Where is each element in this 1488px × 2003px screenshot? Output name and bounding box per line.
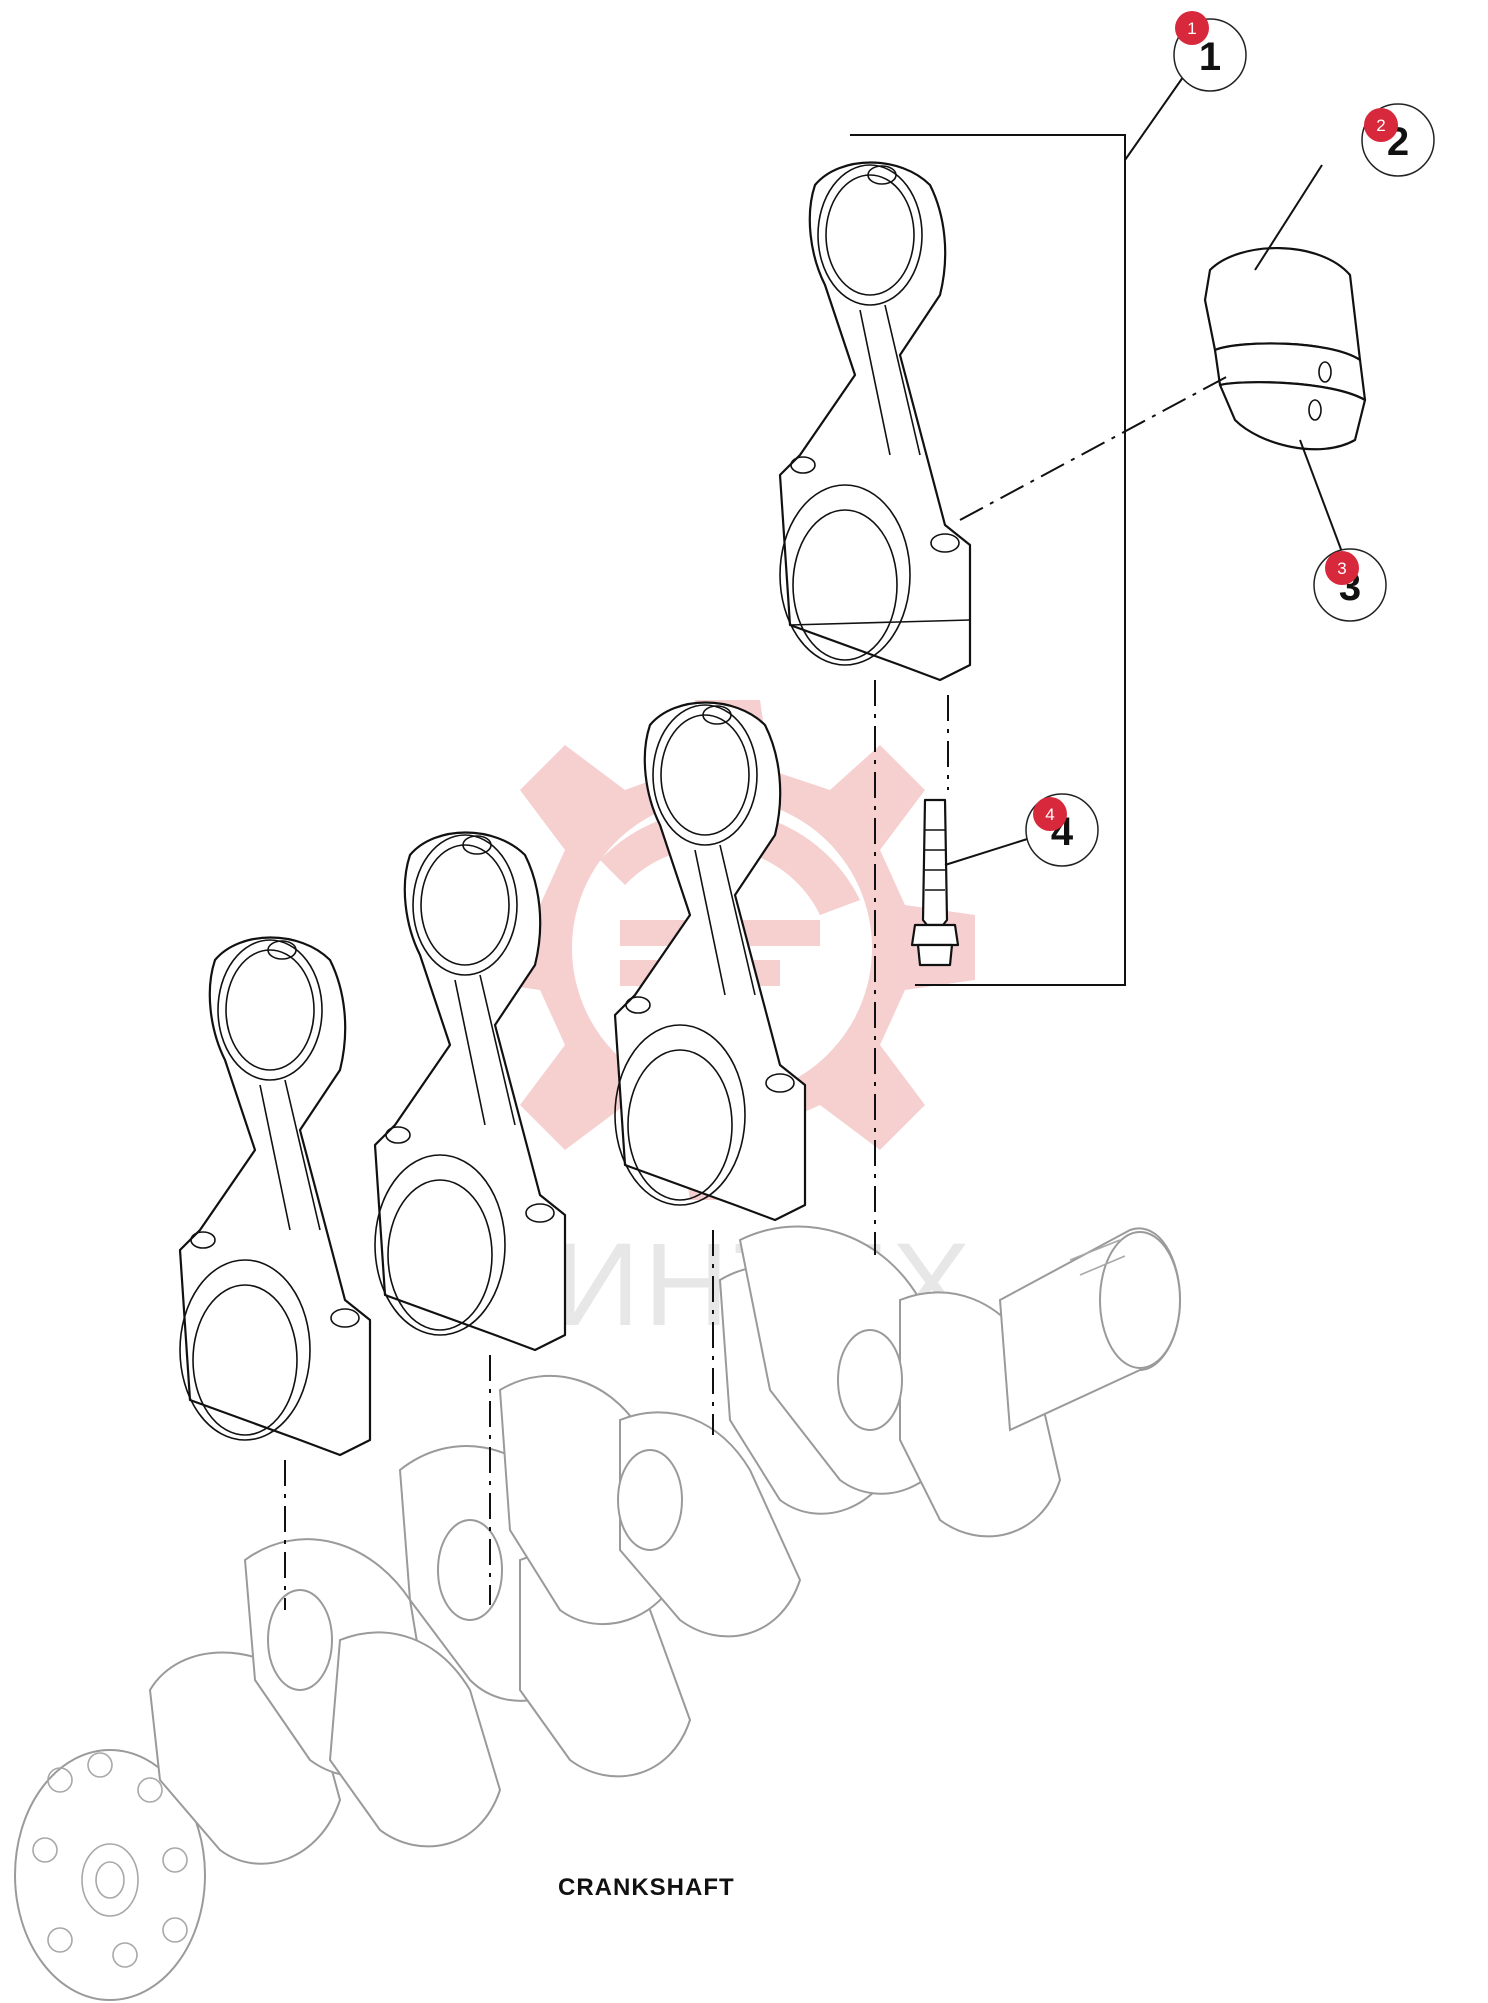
callout-1-badge xyxy=(1175,11,1209,45)
callout-3[interactable]: 3 3 xyxy=(1313,548,1387,622)
rod-bolt xyxy=(910,798,960,967)
connecting-rod-2 xyxy=(373,831,567,1352)
callout-3-badge-number: 3 xyxy=(1337,559,1346,578)
connecting-rod-1 xyxy=(178,936,372,1457)
callout-4-badge xyxy=(1033,797,1067,831)
diagram-caption: CRANKSHAFT xyxy=(558,1874,735,1901)
bearing-shells xyxy=(1203,247,1367,451)
assembly-bracket xyxy=(284,69,1346,1610)
callout-2-badge xyxy=(1364,108,1398,142)
callout-4-badge-number: 4 xyxy=(1045,805,1054,824)
callout-4[interactable]: 4 4 xyxy=(1025,793,1099,867)
callout-2-badge-number: 2 xyxy=(1376,116,1385,135)
callout-3-badge xyxy=(1325,551,1359,585)
callout-1-number: 1 xyxy=(1199,35,1221,79)
connecting-rod-exploded xyxy=(778,161,972,682)
callout-1[interactable]: 1 1 xyxy=(1173,11,1247,92)
crankshaft xyxy=(14,1225,1182,2001)
connecting-rod-3 xyxy=(613,701,807,1222)
callout-1-badge-number: 1 xyxy=(1187,19,1196,38)
callout-2[interactable]: 2 2 xyxy=(1361,103,1435,177)
